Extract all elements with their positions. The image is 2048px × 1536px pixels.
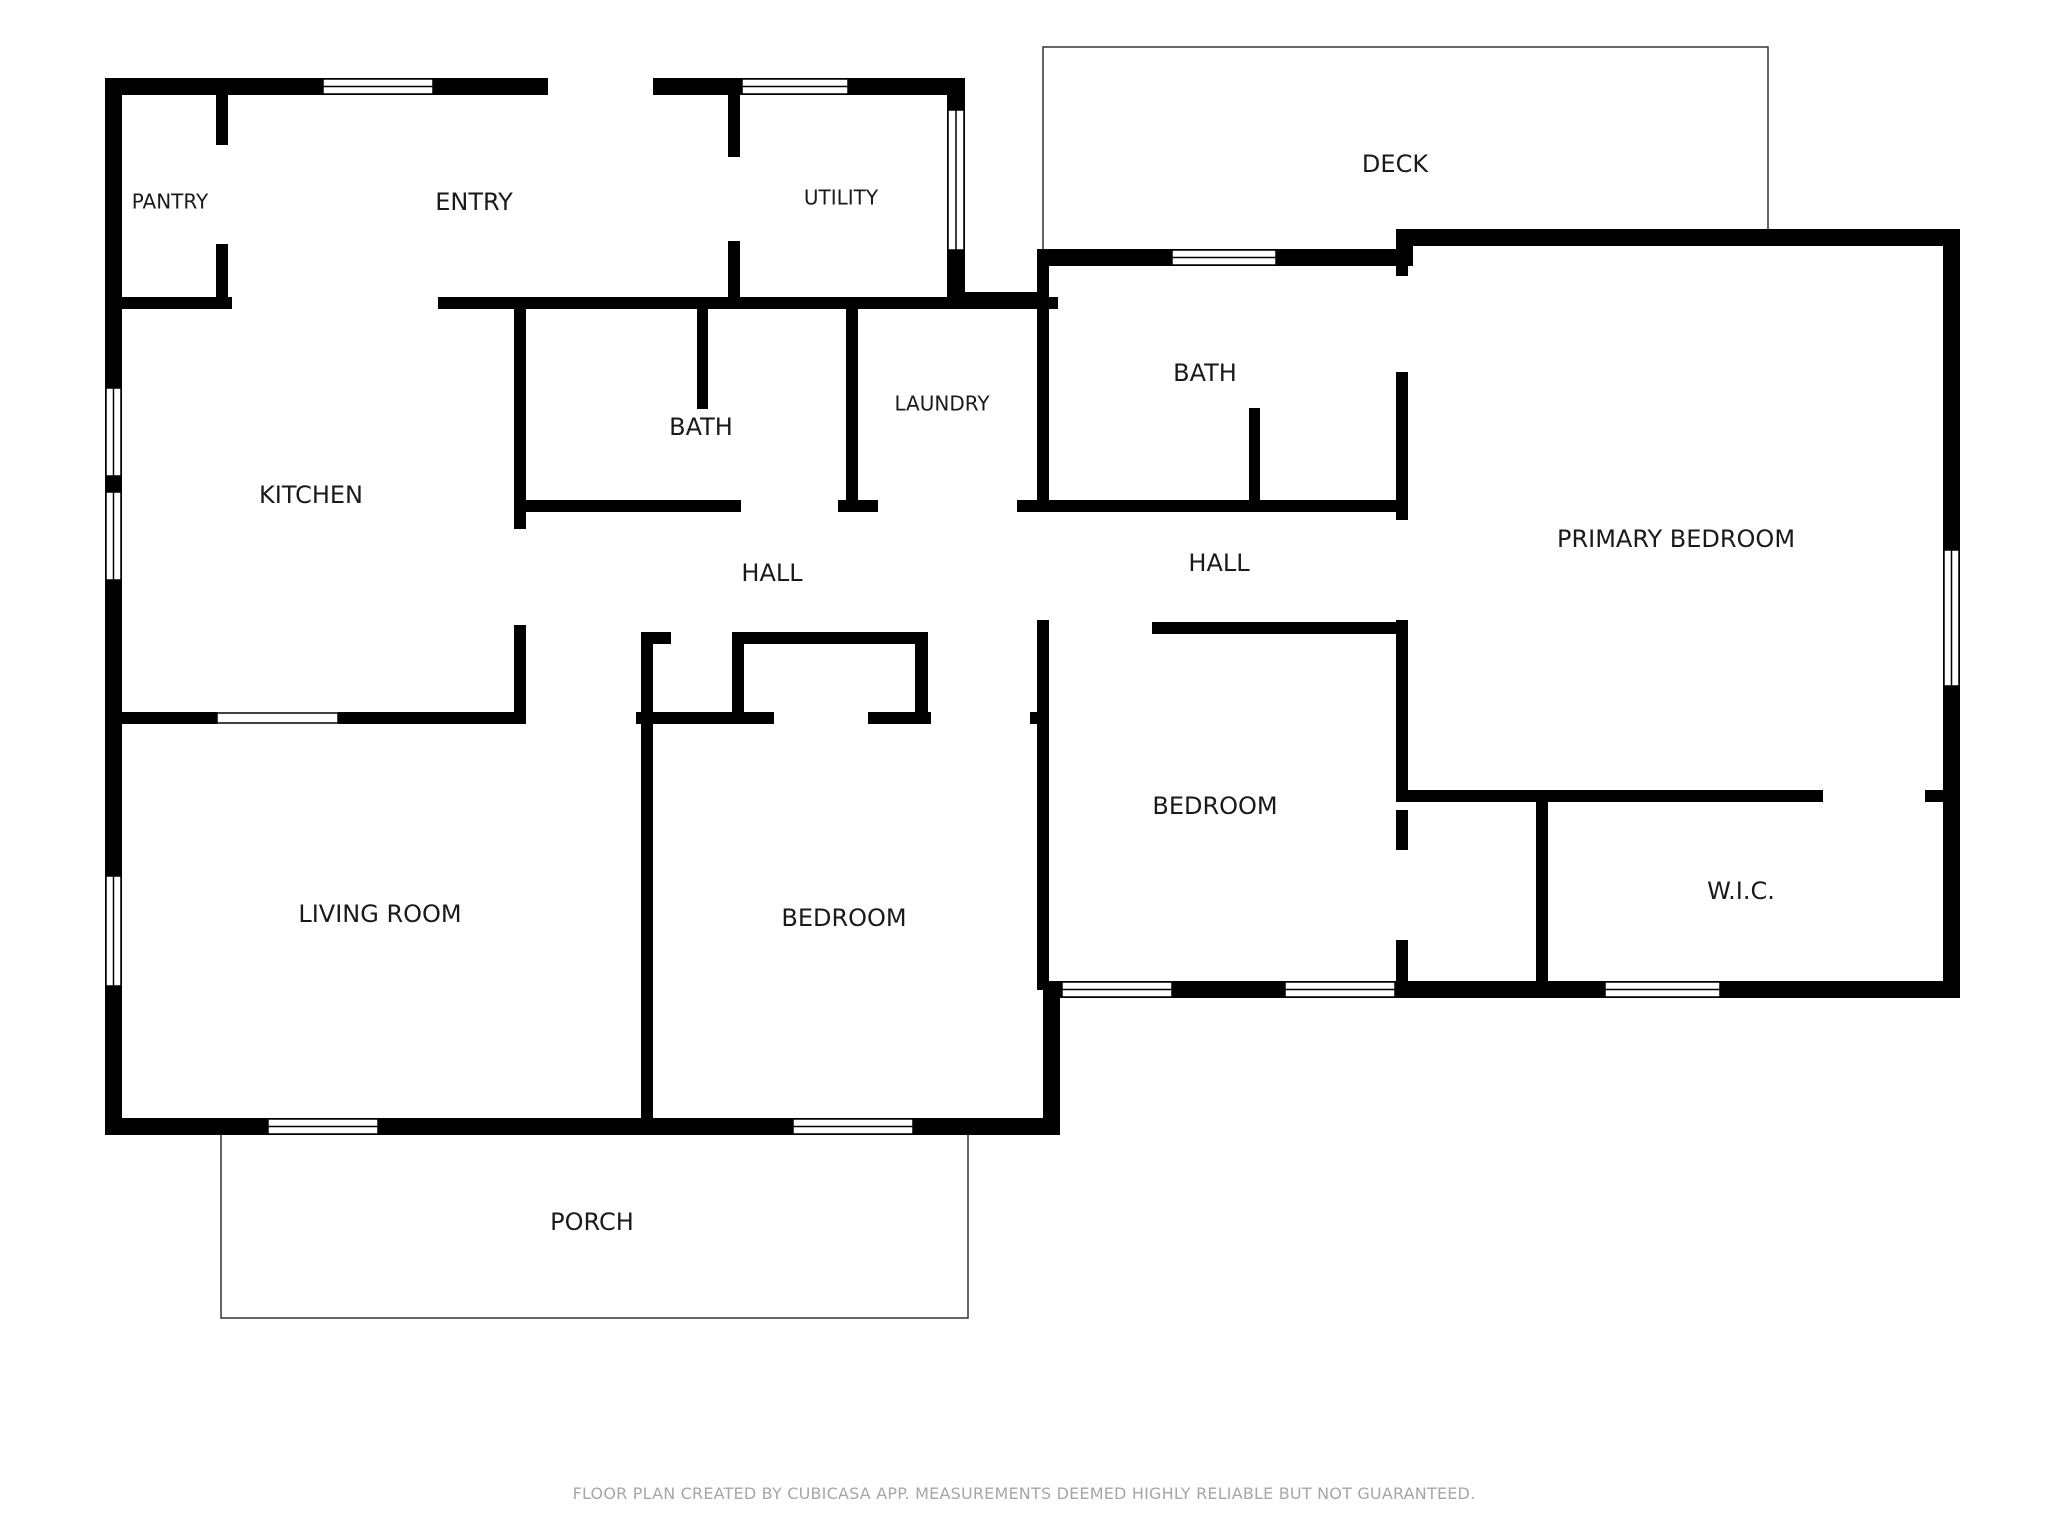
- room-label-entry: ENTRY: [435, 188, 513, 216]
- room-label-living-room: LIVING ROOM: [298, 900, 461, 928]
- room-label-hall-1: HALL: [741, 559, 803, 587]
- room-label-laundry: LAUNDRY: [894, 392, 990, 416]
- room-label-bedroom-1: BEDROOM: [781, 904, 906, 932]
- room-label-wic: W.I.C.: [1707, 877, 1775, 905]
- room-label-utility: UTILITY: [804, 186, 879, 210]
- room-label-bath-1: BATH: [669, 413, 733, 441]
- room-label-porch: PORCH: [550, 1208, 634, 1236]
- porch-outline: [220, 1135, 969, 1319]
- room-label-kitchen: KITCHEN: [259, 481, 363, 509]
- room-label-bedroom-2: BEDROOM: [1152, 792, 1277, 820]
- room-label-pantry: PANTRY: [132, 190, 209, 214]
- windows: [105, 78, 1960, 1135]
- exterior-walls: [105, 78, 1960, 1135]
- room-label-primary-bedroom: PRIMARY BEDROOM: [1557, 525, 1795, 553]
- deck-outline: [1042, 46, 1769, 251]
- room-label-bath-2: BATH: [1173, 359, 1237, 387]
- room-label-deck: DECK: [1362, 150, 1429, 178]
- disclaimer-footer: FLOOR PLAN CREATED BY CUBICASA APP. MEAS…: [572, 1484, 1476, 1503]
- room-label-hall-2: HALL: [1188, 549, 1250, 577]
- interior-walls: [122, 95, 1943, 1118]
